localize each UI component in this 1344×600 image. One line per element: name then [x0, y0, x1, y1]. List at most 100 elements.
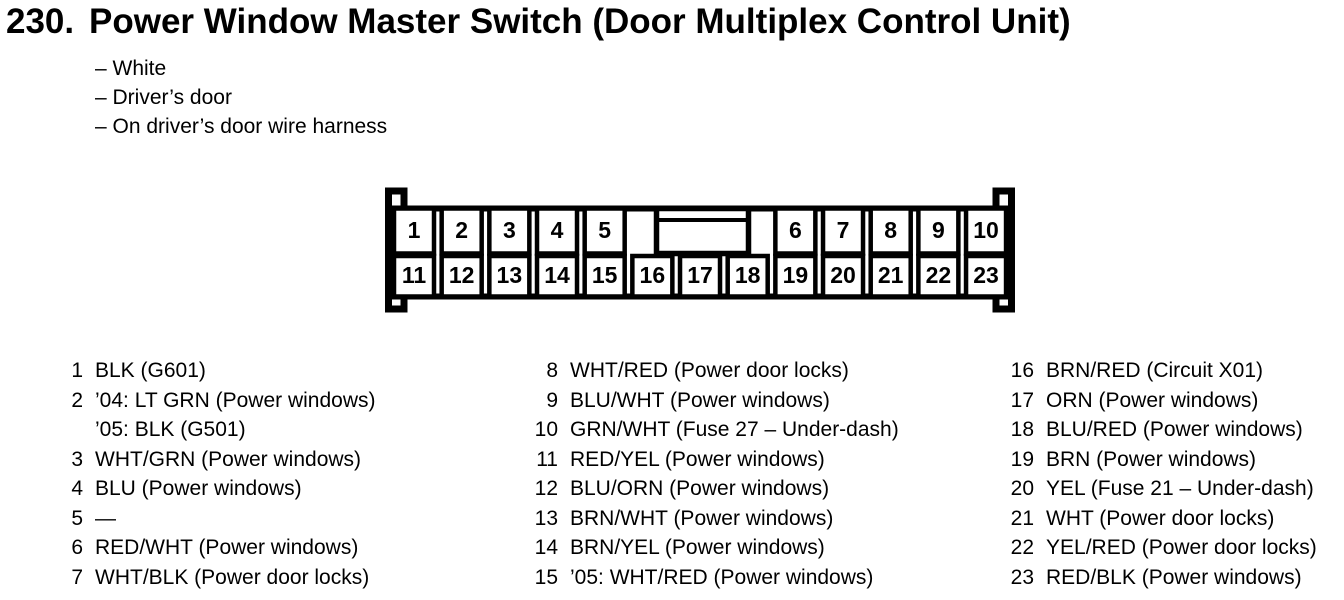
- pin-description-line: ’04: LT GRN (Power windows): [95, 388, 376, 412]
- pin-cavity-number: 1: [408, 217, 421, 243]
- pin-description: BLU/WHT (Power windows): [570, 386, 830, 416]
- pin-description-line: ’05: WHT/RED (Power windows): [570, 565, 874, 589]
- pin-description-line: RED/WHT (Power windows): [95, 536, 359, 559]
- pin-description-line: YEL/RED (Power door locks): [1046, 536, 1317, 559]
- pin-number: 4: [71, 477, 83, 500]
- pin-description: BRN/RED (Circuit X01): [1046, 356, 1263, 386]
- pin-number: 13: [534, 506, 558, 530]
- pin-description-line: BLU (Power windows): [95, 477, 302, 500]
- pin-description: BRN/YEL (Power windows): [570, 533, 825, 563]
- pin-cavity-7: [820, 206, 866, 256]
- pin-row: 23 RED/BLK (Power windows): [1004, 563, 1317, 593]
- pin-number: 10: [534, 418, 558, 441]
- pin-number: 11: [536, 447, 558, 471]
- pin-cavity-number: 16: [640, 262, 666, 288]
- pin-cavity-number: 21: [878, 262, 904, 288]
- pin-cavity-number: 11: [402, 262, 427, 288]
- pin-cavity-number: 22: [926, 262, 952, 288]
- pin-description: BRN/WHT (Power windows): [570, 504, 833, 534]
- pin-cavity-number: 9: [932, 217, 945, 243]
- pin-number: 14: [534, 536, 558, 559]
- pin-cavity-2: [439, 206, 484, 256]
- pin-number: 18: [1010, 418, 1034, 441]
- pin-cavity-3: [487, 206, 532, 256]
- pin-row: 14 BRN/YEL (Power windows): [528, 533, 899, 563]
- pin-description: ’04: LT GRN (Power windows) ’05: BLK (G50…: [95, 386, 375, 445]
- pin-description-line: RED/BLK (Power windows): [1046, 565, 1302, 589]
- pin-description: GRN/WHT (Fuse 27 – Under-dash): [570, 415, 899, 445]
- pin-cavity-9: [916, 206, 961, 256]
- pin-row: 8 WHT/RED (Power door locks): [528, 356, 899, 386]
- pin-cavity-number: 7: [837, 217, 850, 243]
- note-line: – Driver’s door: [95, 86, 232, 109]
- pin-cavity-12: [439, 253, 484, 299]
- pin-cavity-18: [725, 253, 770, 299]
- pin-row: 15 ’05: WHT/RED (Power windows): [528, 563, 899, 593]
- pin-cavity-16: [630, 253, 675, 299]
- pin-description-line: WHT (Power door locks): [1046, 506, 1275, 530]
- pin-description-line: ’05: BLK (G501): [95, 418, 246, 441]
- pin-number: 22: [1010, 536, 1034, 559]
- pin-description-line: BRN/YEL (Power windows): [570, 536, 825, 559]
- pin-row: 18 BLU/RED (Power windows): [1004, 415, 1317, 445]
- section-number: 230.: [6, 2, 75, 41]
- pin-cavity-1: [391, 206, 437, 256]
- pin-number: 3: [71, 447, 83, 471]
- pin-cavity-11: [391, 253, 437, 299]
- pin-description-line: BLK (G601): [95, 359, 206, 382]
- pin-row: 21 WHT (Power door locks): [1004, 504, 1317, 534]
- pin-cavity-number: 19: [783, 262, 809, 288]
- pin-cavity-number: 23: [973, 262, 999, 288]
- pin-description-line: BLU/RED (Power windows): [1046, 418, 1303, 441]
- pin-number: 16: [1010, 359, 1034, 382]
- pin-description-line: BRN/RED (Circuit X01): [1046, 359, 1264, 382]
- pin-description-line: BRN/WHT (Power windows): [570, 506, 834, 530]
- pin-cavity-14: [534, 253, 580, 299]
- pin-description-line: RED/YEL (Power windows): [570, 447, 825, 471]
- pin-row: 4 BLU (Power windows): [56, 474, 375, 504]
- pin-cavity-number: 10: [973, 217, 999, 243]
- pin-description: RED/BLK (Power windows): [1046, 563, 1302, 593]
- pin-cavity-15: [582, 253, 627, 299]
- pin-number: 8: [546, 359, 558, 382]
- pin-number: 23: [1010, 565, 1034, 589]
- pin-number: 12: [534, 477, 558, 500]
- connector-notes: – White– Driver’s door– On driver’s door…: [95, 54, 387, 141]
- pin-number: 15: [534, 565, 558, 589]
- pin-description: —: [95, 504, 116, 534]
- pin-row: 2’04: LT GRN (Power windows)’05: BLK (G5…: [56, 386, 375, 445]
- pin-description: YEL (Fuse 21 – Under-dash): [1046, 474, 1314, 504]
- pin-cavity-5: [582, 206, 627, 256]
- pin-description: ORN (Power windows): [1046, 386, 1258, 416]
- pin-description-line: WHT/RED (Power door locks): [570, 359, 849, 382]
- pin-cavity-19: [773, 253, 818, 299]
- pin-cavity-number: 12: [449, 262, 475, 288]
- pin-cavity-number: 6: [789, 217, 802, 243]
- pin-number: 19: [1010, 447, 1034, 471]
- pin-cavity-10: [963, 206, 1009, 256]
- pin-cavity-number: 2: [455, 217, 468, 243]
- pin-cavity-number: 8: [884, 217, 897, 243]
- section-title: 230. Power Window Master Switch (Door Mu…: [0, 2, 1071, 42]
- pin-description: WHT/RED (Power door locks): [570, 356, 849, 386]
- pin-number: 21: [1010, 506, 1034, 530]
- pin-description-line: WHT/GRN (Power windows): [95, 447, 362, 471]
- pin-cavity-6: [773, 206, 818, 256]
- pin-description: BLU/RED (Power windows): [1046, 415, 1303, 445]
- pin-description-line: GRN/WHT (Fuse 27 – Under-dash): [570, 418, 899, 441]
- note-line: – White: [95, 57, 167, 80]
- pin-description: ’05: WHT/RED (Power windows): [570, 563, 873, 593]
- pin-cavity-number: 14: [544, 262, 570, 288]
- pin-cavity-number: 18: [735, 262, 761, 288]
- pin-description: BLK (G601): [95, 356, 206, 386]
- pin-cavity-4: [534, 206, 580, 256]
